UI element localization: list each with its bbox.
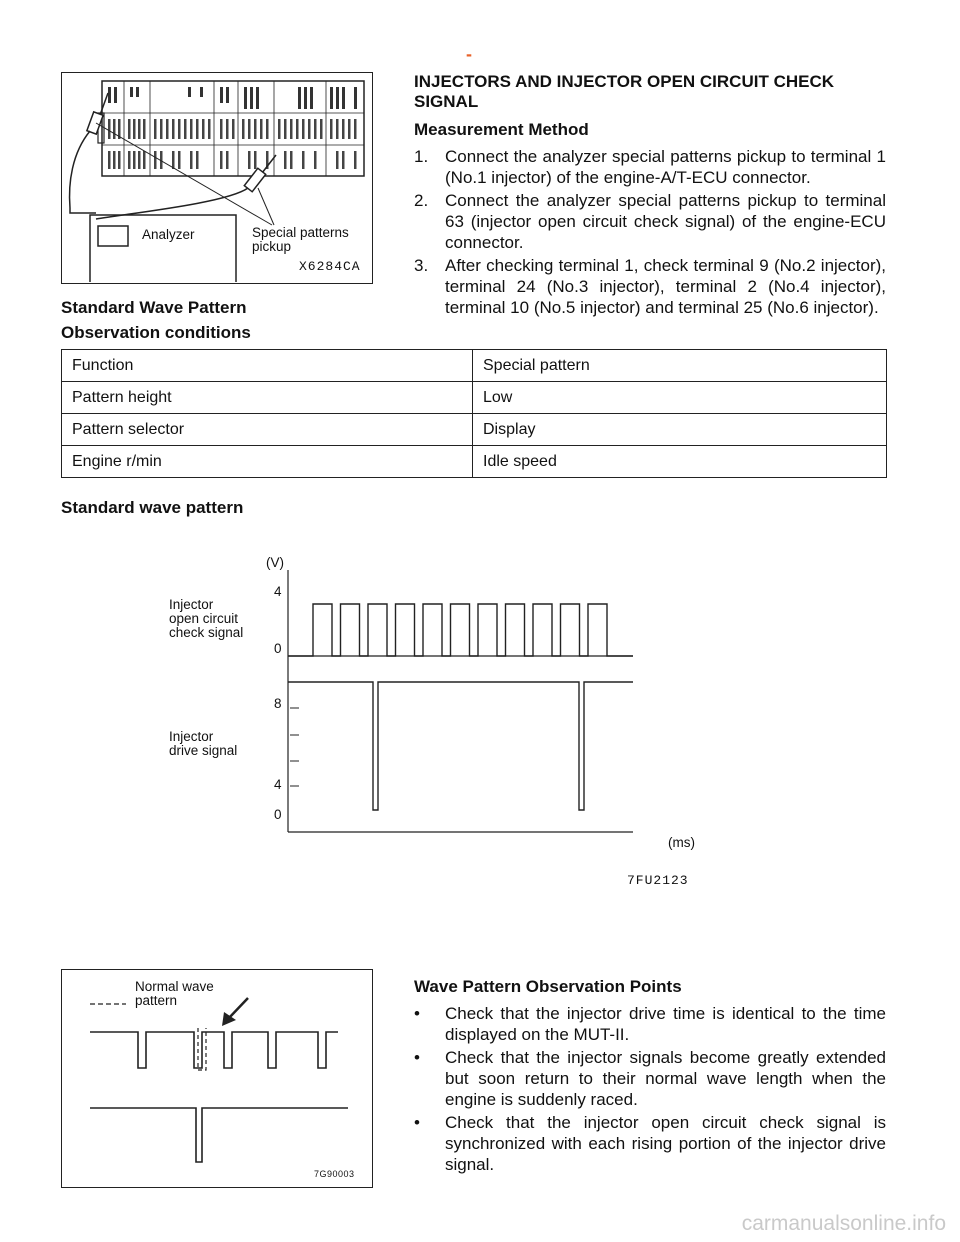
standard-heading: Standard Wave Pattern: [61, 298, 247, 317]
condition-value: Special pattern: [472, 349, 887, 382]
open-signal-line1: Injector: [169, 597, 214, 612]
open-signal-line2: open circuit: [169, 611, 239, 626]
step-item: 3.After checking terminal 1, check termi…: [414, 256, 886, 317]
tick-label: 4: [274, 584, 282, 599]
list-item: •Check that the injector signals become …: [414, 1048, 886, 1109]
drive-signal-line1: Injector: [169, 729, 214, 744]
figure-code: X6284CA: [299, 259, 361, 274]
legend-label-line1: Normal wave: [135, 979, 214, 994]
section-title: INJECTORS AND INJECTOR OPEN CIRCUIT CHEC…: [414, 72, 835, 111]
legend-label-line2: pattern: [135, 993, 178, 1008]
pickup-label-line2: pickup: [252, 239, 292, 254]
wave-heading: Standard wave pattern: [61, 498, 244, 517]
condition-label: Pattern selector: [61, 413, 473, 446]
tick-label: 0: [274, 641, 282, 656]
table-row: Pattern selector Display: [61, 413, 887, 446]
open-signal-line3: check signal: [169, 625, 244, 640]
condition-value: Low: [472, 381, 887, 414]
table-row: Pattern height Low: [61, 381, 887, 414]
condition-value: Idle speed: [472, 445, 887, 478]
drive-signal-line2: drive signal: [169, 743, 238, 758]
header-mark: -: [466, 44, 472, 64]
connector-figure: Analyzer Special patterns pickup X6284CA: [61, 72, 373, 284]
figure2-code: 7G90003: [314, 1169, 355, 1179]
table-row: Engine r/min Idle speed: [61, 445, 887, 478]
points-heading: Wave Pattern Observation Points: [414, 977, 682, 996]
tick-label: 0: [274, 807, 282, 822]
normal-wave-figure: Normal wave pattern 7G90003: [61, 969, 373, 1188]
tick-label: 8: [274, 696, 282, 711]
tick-label: 4: [274, 777, 282, 792]
chart-code: 7FU2123: [627, 873, 689, 888]
legend-label: Normal wave pattern: [135, 980, 214, 1008]
measurement-section: INJECTORS AND INJECTOR OPEN CIRCUIT CHEC…: [414, 72, 886, 320]
pickup-label-line1: Special patterns: [252, 225, 349, 240]
step-item: 1.Connect the analyzer special patterns …: [414, 147, 886, 187]
steps-list: 1.Connect the analyzer special patterns …: [414, 146, 886, 318]
points-list: •Check that the injector drive time is i…: [414, 1003, 886, 1175]
condition-value: Display: [472, 413, 887, 446]
observation-heading: Observation conditions: [61, 323, 251, 342]
method-heading: Measurement Method: [414, 120, 589, 139]
drive-signal-label: Injector drive signal: [169, 730, 237, 758]
step-item: 2.Connect the analyzer special patterns …: [414, 191, 886, 252]
condition-label: Engine r/min: [61, 445, 473, 478]
watermark: carmanualsonline.info: [741, 1212, 946, 1235]
x-unit-label: (ms): [668, 835, 695, 850]
list-item: •Check that the injector drive time is i…: [414, 1004, 886, 1044]
y-unit-label: (V): [266, 555, 284, 570]
observation-points: Wave Pattern Observation Points •Check t…: [414, 976, 886, 1177]
condition-label: Pattern height: [61, 381, 473, 414]
drive-signal-series: [288, 681, 633, 811]
condition-label: Function: [61, 349, 473, 382]
arrow-icon: [222, 997, 249, 1026]
wave-chart: [287, 570, 633, 833]
table-row: Function Special pattern: [61, 349, 887, 382]
pickup-label: Special patterns pickup: [252, 226, 349, 254]
open-signal-label: Injector open circuit check signal: [169, 598, 243, 640]
analyzer-label: Analyzer: [142, 227, 195, 242]
list-item: •Check that the injector open circuit ch…: [414, 1113, 886, 1174]
open-signal-series: [288, 603, 633, 657]
normal-wave-diagram: [90, 997, 348, 1163]
conditions-table: Function Special pattern Pattern height …: [61, 349, 887, 478]
